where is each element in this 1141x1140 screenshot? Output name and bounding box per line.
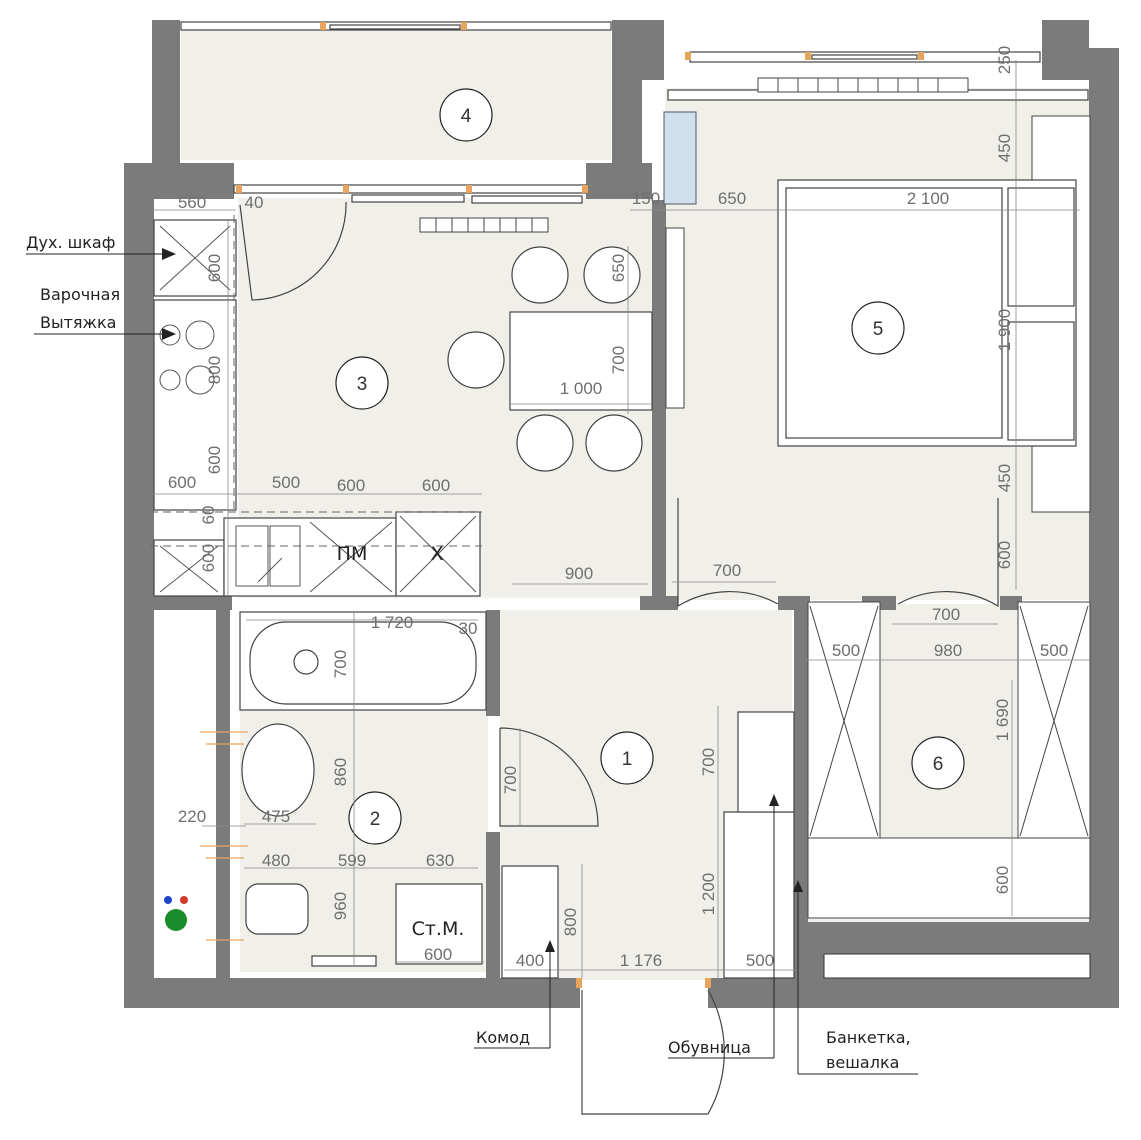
callout-hob: Варочная (40, 285, 120, 304)
dim-150: 150 (632, 189, 660, 208)
room-markers (335, 88, 965, 845)
dim-560: 560 (178, 193, 206, 212)
dim-800-hob: 800 (205, 356, 224, 384)
bed (777, 179, 1077, 447)
dim-500-w1: 500 (832, 641, 860, 660)
dim-500-hall: 500 (746, 951, 774, 970)
ventilation-marks (200, 731, 248, 941)
dim-2100: 2 100 (907, 189, 950, 208)
dim-480: 480 (262, 851, 290, 870)
dim-400: 400 (516, 951, 544, 970)
dim-450-top: 450 (995, 134, 1014, 162)
callout-dresser: Комод (476, 1028, 530, 1047)
callout-shoe-cabinet: Обувница (668, 1038, 751, 1057)
callout-hood: Вытяжка (40, 313, 116, 332)
dim-475: 475 (262, 807, 290, 826)
dim-600-m1: 600 (337, 476, 365, 495)
dim-40: 40 (245, 193, 264, 212)
ac-unit (663, 111, 697, 205)
room-3-label: 3 (357, 374, 368, 395)
dim-600-lower: 600 (205, 446, 224, 474)
dim-600-sink: 600 (199, 544, 218, 572)
dim-1176: 1 176 (620, 951, 663, 970)
dim-650-top: 650 (718, 189, 746, 208)
walls (124, 20, 1119, 1008)
room-1-label: 1 (622, 749, 633, 770)
cabinet-marks (159, 225, 477, 593)
dishwasher-label: ПМ (337, 543, 368, 565)
dim-500-w2: 500 (1040, 641, 1068, 660)
callout-bench-line1: Банкетка, (826, 1028, 911, 1047)
window-hinges (236, 22, 924, 988)
dim-600-right: 600 (995, 541, 1014, 569)
dim-600-m2: 600 (422, 476, 450, 495)
dim-960: 960 (331, 892, 350, 920)
dim-450-mid: 450 (995, 464, 1014, 492)
room-6-label: 6 (933, 754, 944, 775)
pipes (164, 896, 188, 931)
dim-700-table: 700 (609, 346, 628, 374)
dim-650-table: 650 (609, 254, 628, 282)
dim-1900: 1 900 (995, 309, 1014, 352)
dim-700-bath: 700 (331, 650, 350, 678)
fridge-label: Х (430, 543, 443, 565)
dim-1690: 1 690 (993, 699, 1012, 742)
callout-oven: Дух. шкаф (26, 233, 115, 252)
doors (239, 201, 999, 1115)
callout-bench-line2: вешалка (826, 1053, 899, 1072)
callout-arrows (162, 248, 803, 952)
walkin-wardrobe (807, 601, 1091, 919)
dim-800-hall: 800 (561, 908, 580, 936)
dimension-lines (150, 60, 1090, 978)
dim-700-door2: 700 (501, 766, 520, 794)
dim-1200: 1 200 (699, 873, 718, 916)
callout-lines (26, 253, 918, 1075)
dim-700-door3: 700 (713, 561, 741, 580)
dim-980: 980 (934, 641, 962, 660)
room-2-label: 2 (370, 809, 381, 830)
dim-250: 250 (995, 46, 1014, 74)
dim-900: 900 (565, 564, 593, 583)
washer-label: Ст.М. (412, 918, 465, 940)
bathroom-fixtures (239, 611, 795, 979)
dim-220: 220 (178, 807, 206, 826)
dim-30: 30 (459, 619, 478, 638)
dim-700-hall: 700 (699, 748, 718, 776)
dim-599: 599 (338, 851, 366, 870)
dim-630: 630 (426, 851, 454, 870)
room-4-label: 4 (461, 106, 472, 127)
dim-600-l: 600 (168, 473, 196, 492)
dining-chairs (447, 246, 643, 472)
dim-700-door5: 700 (932, 605, 960, 624)
dim-600-wm: 600 (424, 945, 452, 964)
room-5-label: 5 (873, 319, 884, 340)
dim-600-w: 600 (993, 866, 1012, 894)
dim-1720: 1 720 (371, 613, 414, 632)
dim-500: 500 (272, 473, 300, 492)
dim-60: 60 (199, 506, 218, 525)
upper-cabinets (150, 215, 482, 547)
room5-shelf (665, 227, 685, 409)
dim-860: 860 (331, 758, 350, 786)
dim-600-oven: 600 (205, 254, 224, 282)
radiator-fins (435, 78, 939, 232)
dim-1000: 1 000 (560, 379, 603, 398)
wardrobe-niche (823, 953, 1091, 979)
